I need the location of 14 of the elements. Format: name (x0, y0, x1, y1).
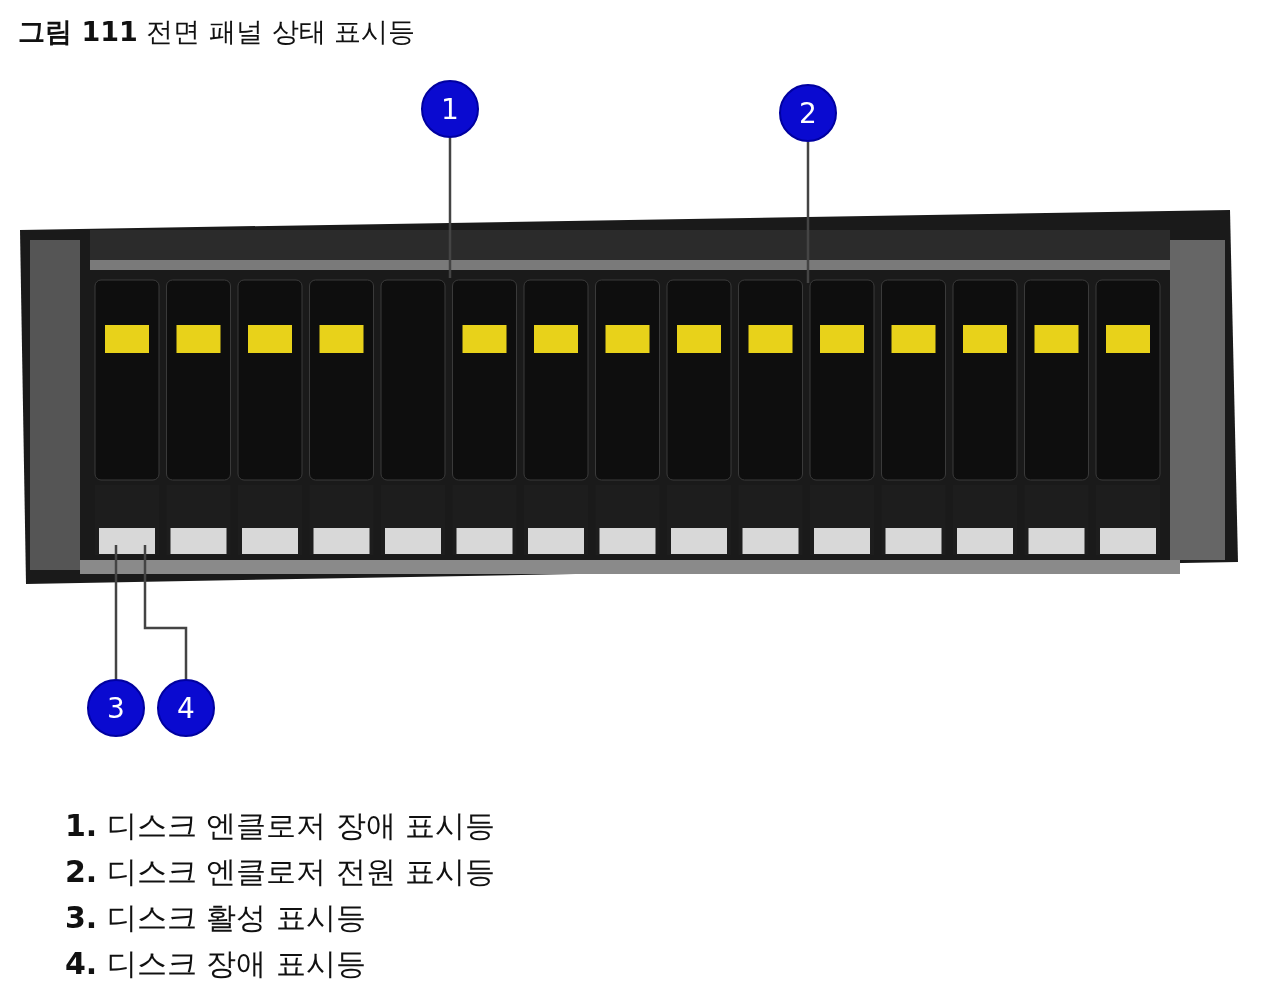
legend-item: 4. 디스크 장애 표시등 (65, 945, 366, 983)
callout-number: 4 (157, 679, 215, 737)
callout-number: 2 (779, 84, 837, 142)
leader-line (448, 138, 452, 278)
legend-item: 2. 디스크 엔클로저 전원 표시등 (65, 853, 496, 891)
legend-item: 1. 디스크 엔클로저 장애 표시등 (65, 807, 496, 845)
leader-line (806, 142, 810, 283)
figure-title: 그림 111 전면 패널 상태 표시등 (18, 15, 416, 49)
legend-item: 3. 디스크 활성 표시등 (65, 899, 366, 937)
disk-enclosure-drawing (20, 210, 1238, 586)
leader-line (143, 545, 188, 679)
callout-number: 1 (421, 80, 479, 138)
callout-number: 3 (87, 679, 145, 737)
leader-line (114, 545, 118, 679)
